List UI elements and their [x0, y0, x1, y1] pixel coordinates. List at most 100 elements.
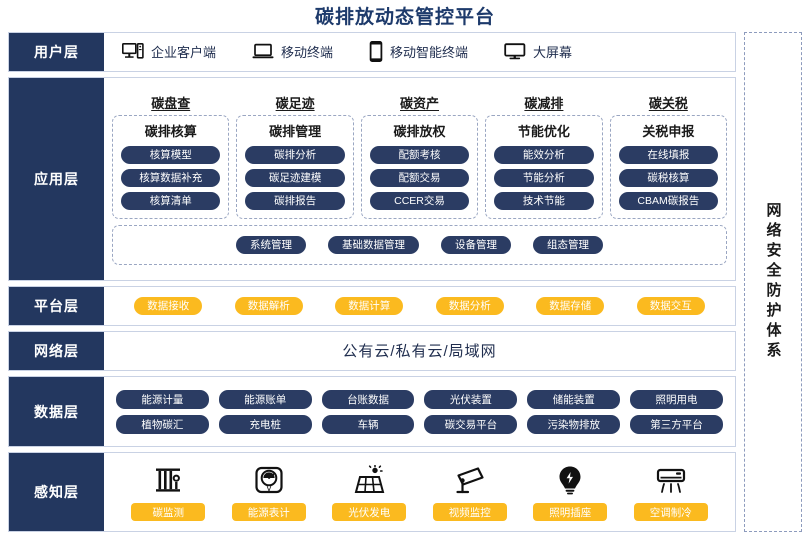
app-feature-pill[interactable]: 配额考核	[369, 145, 470, 164]
common-module-pill[interactable]: 系统管理	[236, 235, 306, 254]
data-source-pill[interactable]: 碳交易平台	[424, 414, 518, 434]
common-module-pill[interactable]: 基础数据管理	[328, 235, 419, 254]
data-source-pill[interactable]: 植物碳汇	[116, 414, 209, 434]
user-item-mobile-terminal[interactable]: 移动终端	[252, 42, 333, 61]
layer-row-sense: 感知层 碳监测	[8, 452, 736, 533]
app-group-subtitle: 碳排管理	[269, 123, 322, 139]
carbon-monitor-icon	[153, 463, 183, 497]
app-group-box: 碳排放权 配额考核 配额交易 CCER交易	[360, 114, 479, 219]
cctv-camera-icon	[454, 463, 486, 497]
solar-panel-icon	[353, 463, 385, 497]
app-feature-pill[interactable]: 碳税核算	[618, 168, 719, 187]
app-feature-pill[interactable]: 节能分析	[494, 168, 594, 187]
network-security-label: 网络安全防护体系	[764, 202, 782, 362]
platform-pill[interactable]: 数据接收	[134, 296, 203, 315]
app-feature-pill[interactable]: CBAM碳报告	[618, 191, 719, 210]
application-common-modules: 系统管理 基础数据管理 设备管理 组态管理	[112, 224, 727, 265]
app-feature-pill[interactable]: 碳排分析	[245, 145, 345, 164]
app-group-title: 碳减排	[524, 95, 564, 111]
layer-row-user: 用户层 企业客户端	[8, 32, 736, 72]
app-group-carbon-inventory: 碳盘查 碳排核算 核算模型 核算数据补充 核算清单	[112, 93, 230, 219]
network-layer-body: 公有云/私有云/局域网	[104, 332, 735, 370]
data-source-pill[interactable]: 充电桩	[218, 414, 312, 434]
data-source-pill[interactable]: 照明用电	[630, 389, 723, 409]
sense-item-label: 空调制冷	[633, 503, 708, 522]
sense-item-label: 视频监控	[432, 503, 507, 522]
svg-text:V: V	[266, 484, 272, 493]
app-group-subtitle: 关税申报	[642, 123, 695, 139]
layer-label-user: 用户层	[9, 33, 104, 71]
platform-pill[interactable]: 数据存储	[536, 296, 605, 315]
sense-item-air-conditioning[interactable]: 空调制冷	[633, 463, 708, 522]
data-layer-items: 能源计量 能源账单 台账数据 光伏装置 储能装置 照明用电 植物碳汇 充电桩 车…	[104, 377, 735, 447]
app-group-box: 碳排核算 核算模型 核算数据补充 核算清单	[112, 114, 230, 219]
layer-label-application: 应用层	[9, 77, 104, 280]
page-title: 碳排放动态管控平台	[314, 7, 495, 28]
user-item-big-screen[interactable]: 大屏幕	[504, 42, 572, 61]
app-feature-pill[interactable]: 碳排报告	[245, 191, 345, 210]
app-feature-pill[interactable]: CCER交易	[369, 191, 470, 210]
layers-board: 用户层 企业客户端	[8, 32, 736, 533]
app-group-box: 碳排管理 碳排分析 碳足迹建模 碳排报告	[236, 114, 354, 219]
sense-item-label: 光伏发电	[332, 503, 407, 522]
app-group-subtitle: 节能优化	[517, 123, 570, 139]
app-feature-pill[interactable]: 核算模型	[121, 145, 221, 164]
app-group-title: 碳关税	[648, 95, 688, 111]
platform-pill[interactable]: 数据分析	[435, 296, 504, 315]
data-source-pill[interactable]: 能源账单	[218, 389, 312, 409]
data-row-2: 植物碳汇 充电桩 车辆 碳交易平台 污染物排放 第三方平台	[116, 414, 723, 434]
app-group-carbon-reduction: 碳减排 节能优化 能效分析 节能分析 技术节能	[485, 93, 603, 219]
app-feature-pill[interactable]: 配额交易	[369, 168, 470, 187]
data-source-pill[interactable]: 第三方平台	[630, 414, 723, 434]
app-feature-pill[interactable]: 核算清单	[121, 191, 221, 210]
app-feature-pill[interactable]: 碳足迹建模	[245, 168, 345, 187]
app-feature-pill[interactable]: 能效分析	[494, 145, 594, 164]
sense-item-video-surveillance[interactable]: 视频监控	[432, 463, 507, 522]
user-item-label: 企业客户端	[151, 45, 217, 61]
data-source-pill[interactable]: 光伏装置	[424, 389, 518, 409]
layer-row-data: 数据层 能源计量 能源账单 台账数据 光伏装置 储能装置 照明用电 植物碳汇 充…	[8, 375, 736, 448]
sense-item-energy-meter[interactable]: V 能源表计	[231, 463, 306, 522]
data-source-pill[interactable]: 能源计量	[116, 389, 209, 409]
user-layer-items: 企业客户端 移动终端	[104, 33, 735, 71]
application-layer-body: 碳盘查 碳排核算 核算模型 核算数据补充 核算清单 碳足迹 碳排管理 碳排分析	[104, 78, 735, 280]
app-group-carbon-asset: 碳资产 碳排放权 配额考核 配额交易 CCER交易	[360, 93, 479, 219]
app-group-title: 碳盘查	[151, 95, 191, 111]
sense-layer-items: 碳监测 V 能源表计	[104, 453, 735, 531]
common-module-pill[interactable]: 组态管理	[533, 235, 603, 254]
energy-meter-gauge-icon: V	[254, 463, 284, 497]
platform-pill[interactable]: 数据计算	[335, 296, 404, 315]
layer-row-application: 应用层 碳盘查 碳排核算 核算模型 核算数据补充 核算清单 碳足迹	[8, 76, 736, 281]
air-conditioner-icon	[655, 463, 687, 497]
layer-label-sense: 感知层	[9, 453, 104, 532]
layer-label-platform: 平台层	[9, 286, 104, 325]
sense-item-label: 能源表计	[231, 503, 306, 522]
app-feature-pill[interactable]: 在线填报	[618, 145, 719, 164]
data-source-pill[interactable]: 污染物排放	[527, 414, 621, 434]
app-group-carbon-footprint: 碳足迹 碳排管理 碳排分析 碳足迹建模 碳排报告	[236, 93, 354, 219]
app-group-box: 关税申报 在线填报 碳税核算 CBAM碳报告	[609, 114, 728, 219]
common-module-pill[interactable]: 设备管理	[441, 235, 511, 254]
data-source-pill[interactable]: 台账数据	[321, 389, 415, 409]
app-feature-pill[interactable]: 核算数据补充	[121, 168, 221, 187]
platform-pill[interactable]: 数据解析	[234, 296, 303, 315]
platform-pill[interactable]: 数据交互	[636, 296, 705, 315]
app-group-title: 碳资产	[400, 95, 440, 111]
sense-item-lighting-socket[interactable]: 照明插座	[533, 463, 608, 522]
smartphone-icon	[369, 41, 383, 63]
data-source-pill[interactable]: 车辆	[321, 414, 415, 434]
sense-item-carbon-monitor[interactable]: 碳监测	[131, 463, 206, 522]
light-bulb-icon	[557, 463, 583, 497]
platform-layer-items: 数据接收 数据解析 数据计算 数据分析 数据存储 数据交互	[104, 287, 735, 325]
app-feature-pill[interactable]: 技术节能	[494, 191, 594, 210]
data-source-pill[interactable]: 储能装置	[527, 389, 621, 409]
user-item-smart-mobile-terminal[interactable]: 移动智能终端	[369, 41, 469, 63]
sense-item-solar-power[interactable]: 光伏发电	[332, 463, 407, 522]
user-item-label: 大屏幕	[533, 45, 573, 61]
layer-label-data: 数据层	[9, 376, 104, 447]
app-group-subtitle: 碳排放权	[393, 123, 446, 139]
user-item-label: 移动智能终端	[390, 45, 469, 61]
app-group-carbon-tariff: 碳关税 关税申报 在线填报 碳税核算 CBAM碳报告	[609, 93, 728, 219]
user-item-enterprise-client[interactable]: 企业客户端	[122, 42, 216, 61]
